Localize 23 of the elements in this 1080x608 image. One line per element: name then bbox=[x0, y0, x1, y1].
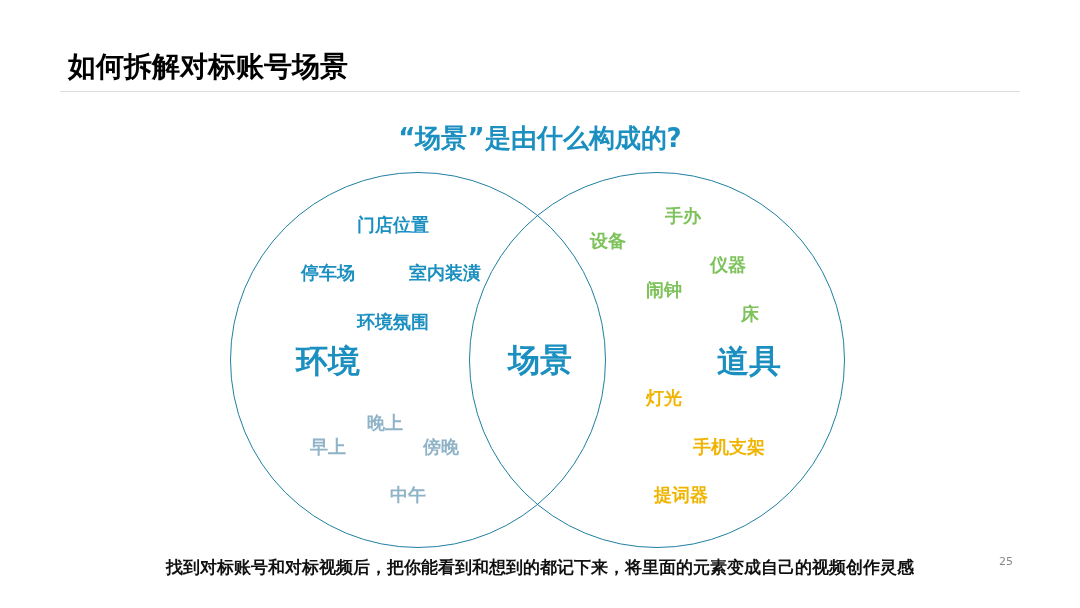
page-number: 25 bbox=[999, 553, 1013, 570]
subtitle: “场景”是由什么构成的? bbox=[398, 121, 682, 155]
item-label: 停车场 bbox=[301, 260, 355, 285]
item-label: 傍晚 bbox=[423, 434, 459, 459]
item-label: 门店位置 bbox=[357, 212, 429, 237]
item-label: 手机支架 bbox=[693, 434, 765, 459]
page-title: 如何拆解对标账号场景 bbox=[68, 49, 348, 85]
circle-label: 环境 bbox=[296, 341, 360, 382]
item-label: 闹钟 bbox=[646, 277, 682, 302]
footer-note: 找到对标账号和对标视频后，把你能看到和想到的都记下来，将里面的元素变成自己的视频创作灵感 bbox=[166, 556, 914, 580]
item-label: 早上 bbox=[310, 434, 346, 459]
overlap-label: 场景 bbox=[508, 340, 572, 381]
item-label: 室内装潢 bbox=[409, 260, 481, 285]
item-label: 提词器 bbox=[654, 482, 708, 507]
item-label: 床 bbox=[741, 301, 759, 326]
item-label: 设备 bbox=[590, 228, 626, 253]
item-label: 手办 bbox=[665, 203, 701, 228]
item-label: 中午 bbox=[390, 482, 426, 507]
item-label: 仪器 bbox=[710, 252, 746, 277]
item-label: 晚上 bbox=[367, 410, 403, 435]
item-label: 灯光 bbox=[646, 385, 682, 410]
item-label: 环境氛围 bbox=[357, 309, 429, 334]
circle-label: 道具 bbox=[717, 341, 781, 382]
